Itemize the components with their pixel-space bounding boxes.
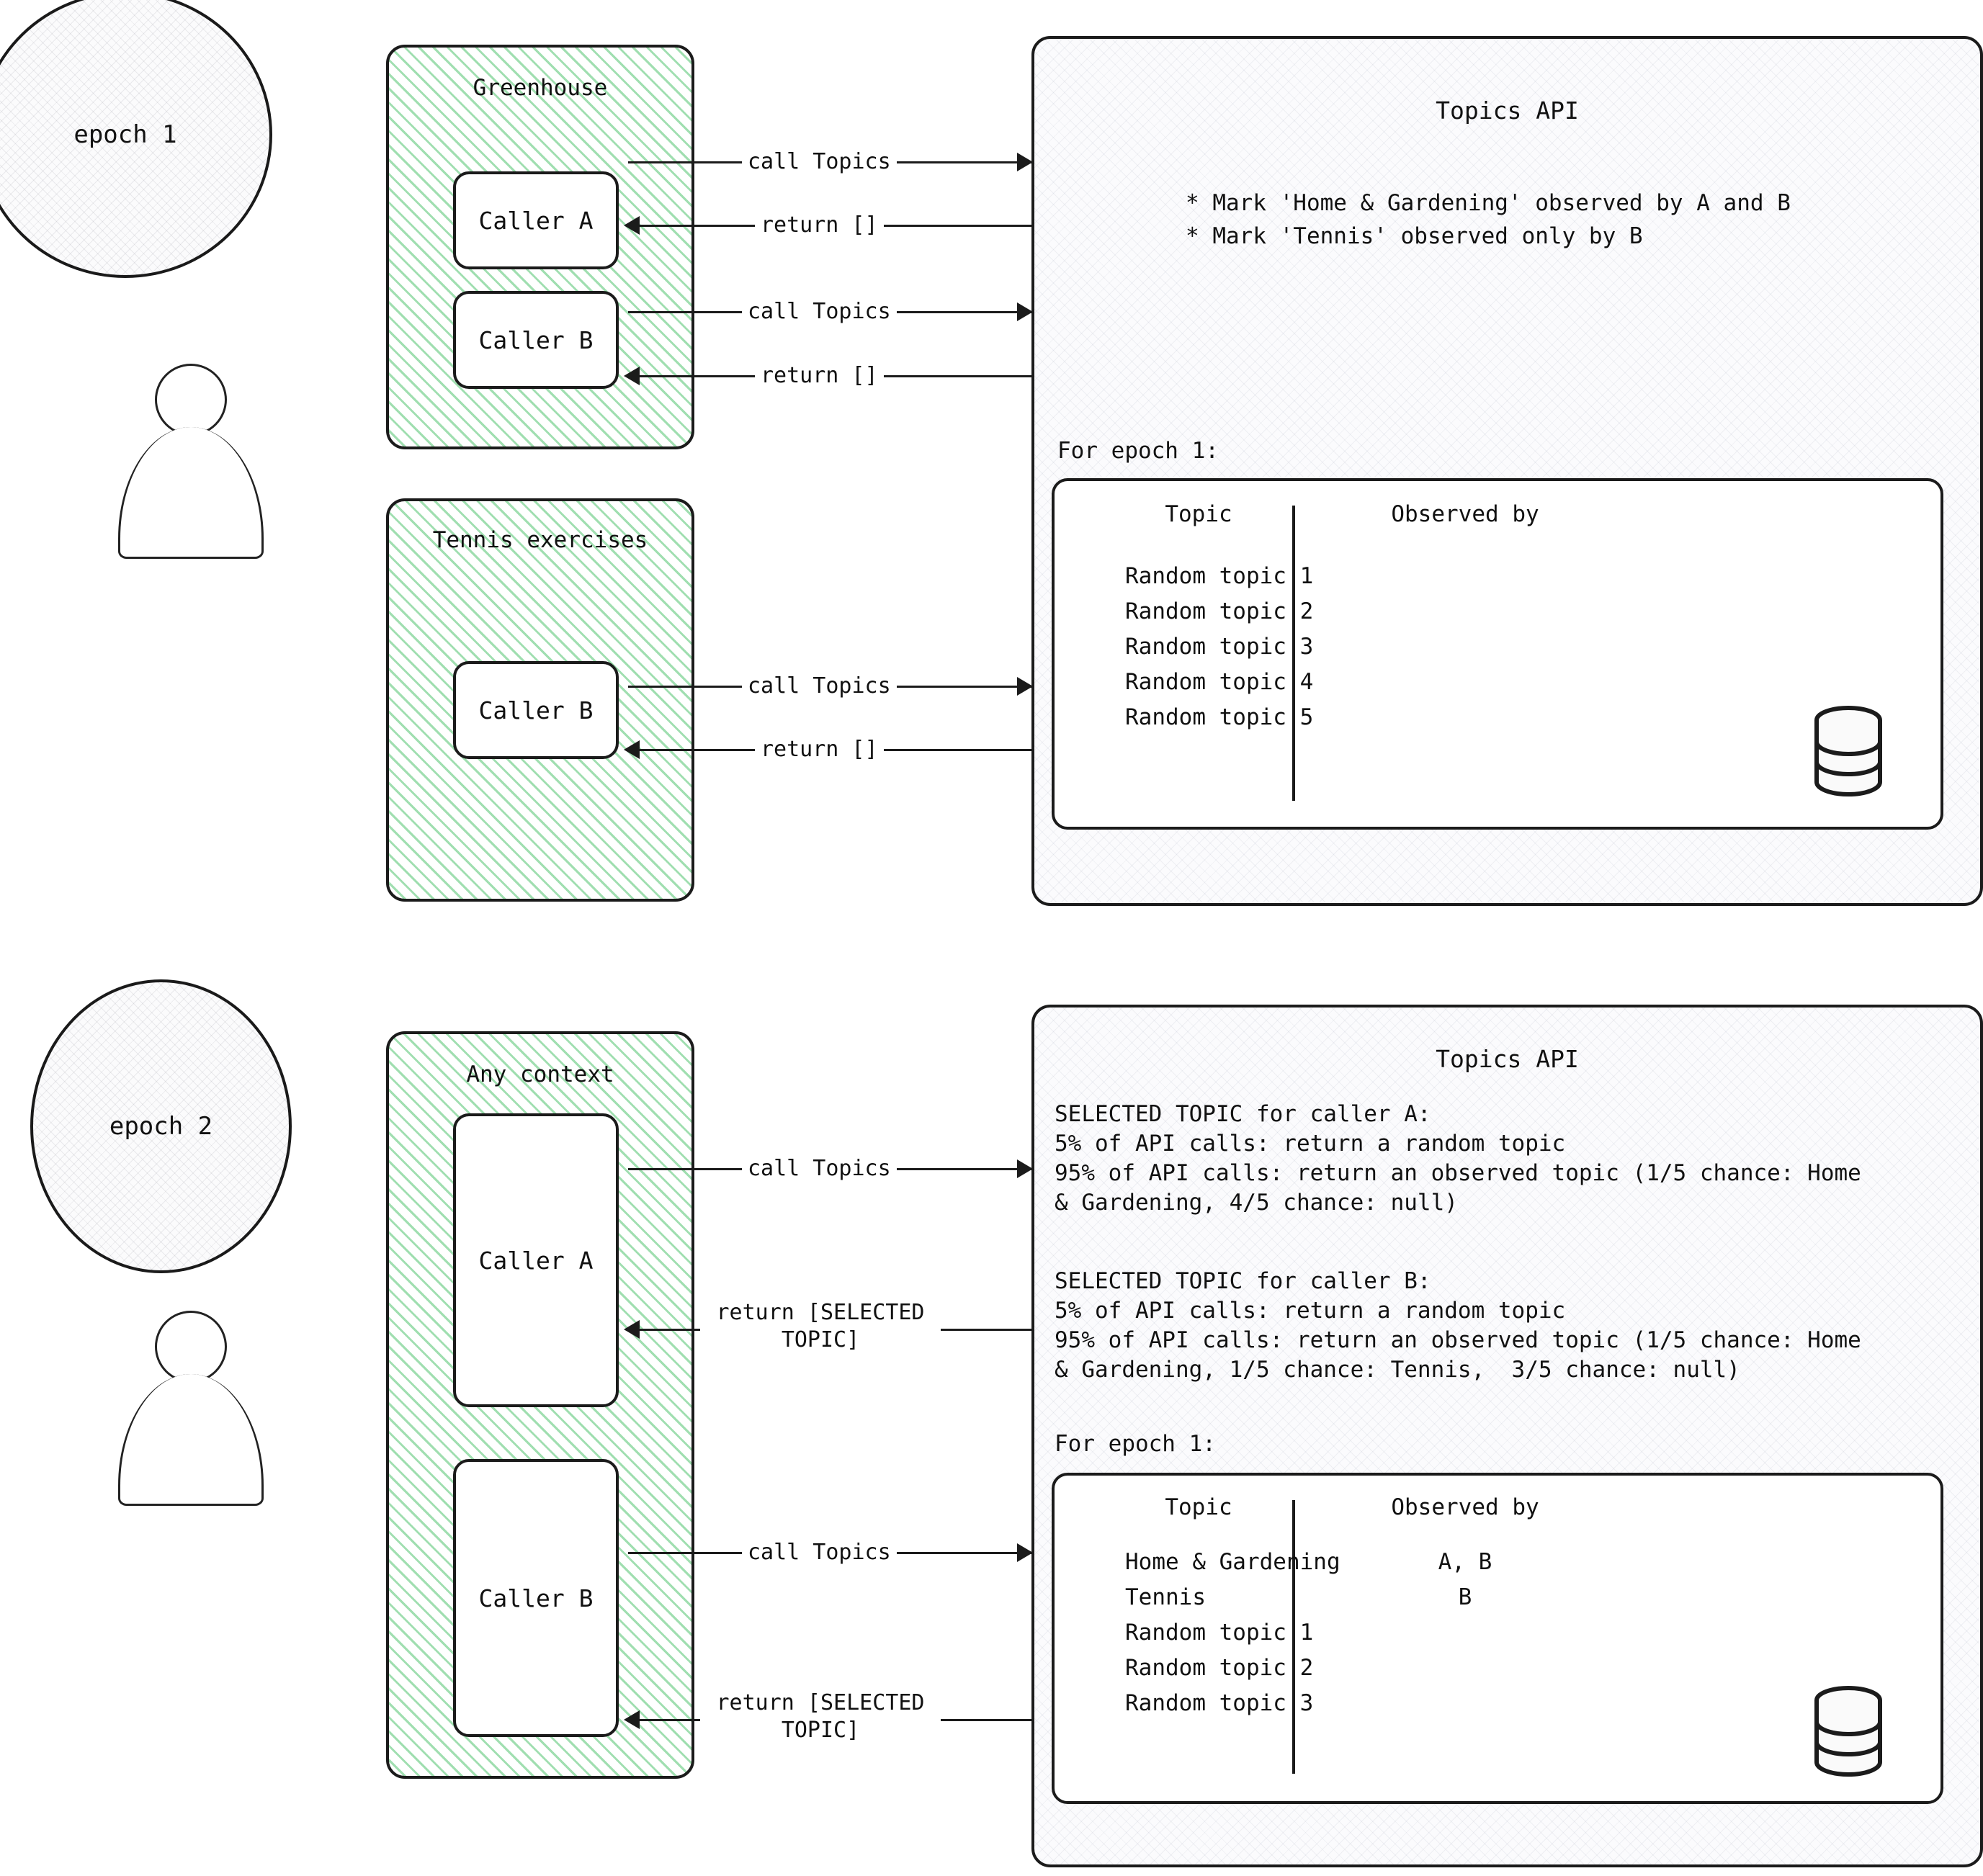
epoch-1-bubble: epoch 1 xyxy=(0,0,272,278)
node-label: Caller B xyxy=(478,326,594,354)
epoch-1-label: epoch 1 xyxy=(73,120,177,149)
table-column-divider xyxy=(1292,506,1295,801)
epoch-2-label: epoch 2 xyxy=(109,1112,213,1141)
topics-api-bullet-2: * Mark 'Tennis' observed only by B xyxy=(1186,223,1643,249)
database-cylinder-icon xyxy=(1812,1684,1884,1778)
topics-api-table-caption: For epoch 1: xyxy=(1055,1431,1216,1457)
table-header-observed-by: Observed by xyxy=(1391,501,1539,527)
context-tennis-title: Tennis exercises xyxy=(432,527,648,553)
context-any-context[interactable]: Any context Caller A Caller B xyxy=(386,1031,694,1779)
connector-label-call-topics-a2: call Topics xyxy=(742,1155,897,1182)
connector-arrowhead-right xyxy=(1017,1159,1033,1178)
table-col-observed-values xyxy=(1364,559,1566,700)
connector-label-return-tennis: return [] xyxy=(755,736,884,763)
connector-label-call-topics-b2: call Topics xyxy=(742,1539,897,1566)
actor-body-icon xyxy=(118,427,264,559)
node-label: Caller B xyxy=(478,1584,594,1612)
context-greenhouse[interactable]: Greenhouse Caller A Caller B xyxy=(386,45,694,449)
connector-label-return-b: return [] xyxy=(755,362,884,390)
topics-api-block-caller-b: SELECTED TOPIC for caller B: 5% of API c… xyxy=(1055,1268,1861,1383)
connector-arrowhead-right xyxy=(1017,302,1033,321)
connector-arrowhead-left xyxy=(624,1320,640,1339)
connector-label-call-topics-b: call Topics xyxy=(742,298,897,326)
actor-head-icon xyxy=(155,364,227,436)
node-caller-b-any[interactable]: Caller B xyxy=(453,1459,619,1737)
table-col-topic-values: Random topic 1 Random topic 2 Random top… xyxy=(1125,563,1314,730)
connector-arrowhead-left xyxy=(624,216,640,235)
connector-arrowhead-right xyxy=(1017,1543,1033,1562)
connector-arrowhead-right xyxy=(1017,677,1033,696)
epoch-2-topics-table-card: Topic Observed by Home & Gardening Tenni… xyxy=(1052,1473,1943,1804)
actor-body-icon xyxy=(118,1374,264,1506)
node-caller-a-greenhouse[interactable]: Caller A xyxy=(453,171,619,269)
node-caller-b-tennis[interactable]: Caller B xyxy=(453,661,619,759)
topics-api-block-caller-a: SELECTED TOPIC for caller A: 5% of API c… xyxy=(1055,1101,1861,1216)
node-label: Caller A xyxy=(478,206,594,235)
node-label: Caller B xyxy=(478,696,594,724)
connector-label-return-selected-b: return [SELECTED TOPIC] xyxy=(700,1689,941,1743)
table-column-divider xyxy=(1292,1500,1295,1774)
connector-arrowhead-right xyxy=(1017,153,1033,171)
context-greenhouse-title: Greenhouse xyxy=(473,75,608,101)
connector-arrowhead-left xyxy=(624,1710,640,1729)
connector-label-call-topics-tennis: call Topics xyxy=(742,673,897,700)
epoch-2-actor-icon xyxy=(115,1311,281,1506)
database-cylinder-icon xyxy=(1812,704,1884,798)
actor-head-icon xyxy=(155,1311,227,1383)
epoch-1-topics-table-card: Topic Observed by Random topic 1 Random … xyxy=(1052,478,1943,830)
context-tennis-exercises[interactable]: Tennis exercises Caller B xyxy=(386,498,694,902)
topics-api-panel-epoch-2: Topics API SELECTED TOPIC for caller A: … xyxy=(1031,1005,1983,1867)
topics-api-title: Topics API xyxy=(1436,1045,1579,1073)
node-caller-b-greenhouse[interactable]: Caller B xyxy=(453,291,619,389)
topics-api-bullet-1: * Mark 'Home & Gardening' observed by A … xyxy=(1186,190,1791,216)
topics-api-title: Topics API xyxy=(1436,97,1579,125)
epoch-2-bubble: epoch 2 xyxy=(30,979,292,1273)
table-header-topic: Topic xyxy=(1165,501,1232,527)
node-label: Caller A xyxy=(478,1246,594,1275)
context-any-context-title: Any context xyxy=(466,1062,614,1087)
table-col-observed-values: A, B B xyxy=(1438,1549,1492,1610)
table-header-observed-by: Observed by xyxy=(1391,1494,1539,1520)
connector-arrowhead-left xyxy=(624,740,640,759)
table-col-topic-values: Home & Gardening Tennis Random topic 1 R… xyxy=(1125,1549,1340,1716)
epoch-1-actor-icon xyxy=(115,364,281,559)
table-header-topic: Topic xyxy=(1165,1494,1232,1520)
topics-api-table-caption: For epoch 1: xyxy=(1057,438,1219,464)
connector-label-return-a: return [] xyxy=(755,212,884,239)
connector-arrowhead-left xyxy=(624,367,640,385)
topics-api-panel-epoch-1: Topics API * Mark 'Home & Gardening' obs… xyxy=(1031,36,1983,906)
node-caller-a-any[interactable]: Caller A xyxy=(453,1113,619,1407)
connector-label-call-topics-a: call Topics xyxy=(742,148,897,176)
connector-label-return-selected-a: return [SELECTED TOPIC] xyxy=(700,1299,941,1353)
